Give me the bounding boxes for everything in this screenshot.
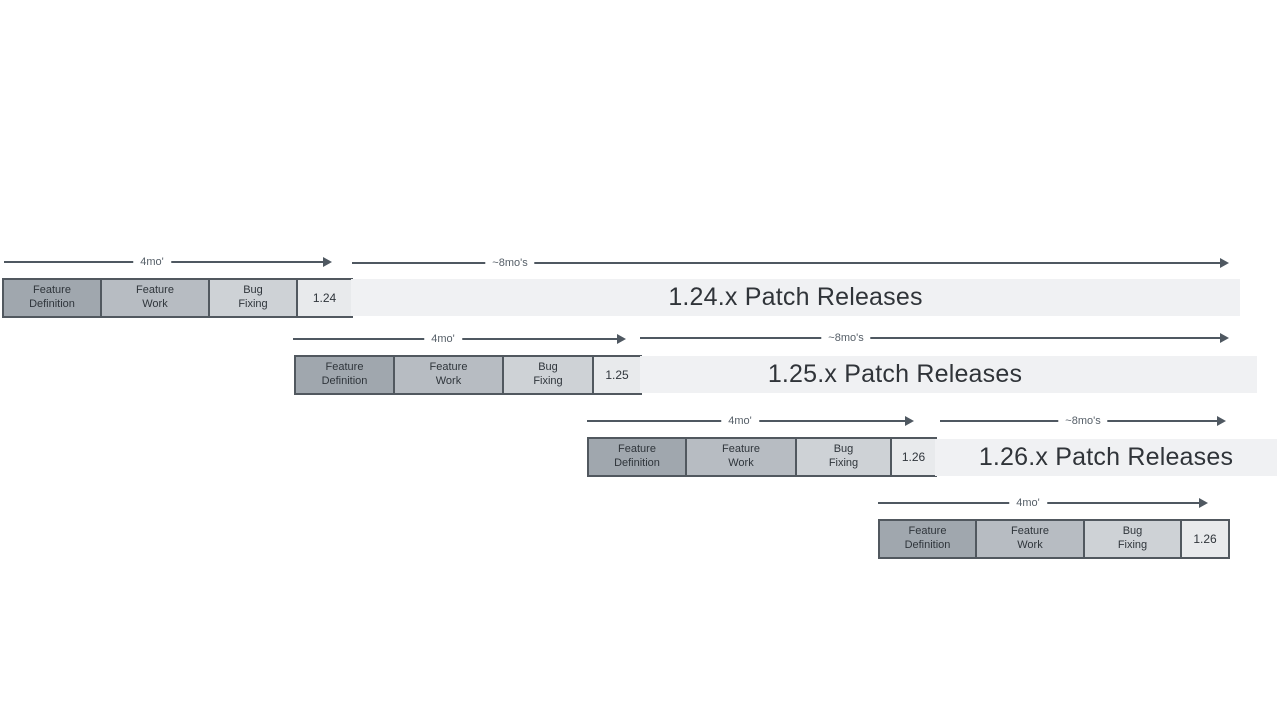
dev-cycle-duration-label: 4mo' <box>424 331 462 347</box>
patch-window-arrow <box>640 333 1229 343</box>
dev-cycle-duration-label: 4mo' <box>133 254 171 270</box>
phase-box-bug-fixing: Bug Fixing <box>208 278 298 318</box>
phase-box-feature-definition: Feature Definition <box>587 437 687 477</box>
patch-releases-bar: 1.25.x Patch Releases <box>640 356 1257 393</box>
phase-box-bug-fixing: Bug Fixing <box>795 437 892 477</box>
phase-box-feature-work: Feature Work <box>393 355 504 395</box>
dev-cycle-duration-label: 4mo' <box>721 413 759 429</box>
right-arrowhead-icon <box>1220 258 1229 268</box>
patch-window-duration-label: ~8mo's <box>821 330 871 346</box>
dev-cycle-duration-label: 4mo' <box>1009 495 1047 511</box>
version-box: 1.26 <box>1180 519 1230 559</box>
phase-box-feature-definition: Feature Definition <box>294 355 395 395</box>
patch-window-duration-label: ~8mo's <box>1058 413 1108 429</box>
version-box: 1.25 <box>592 355 642 395</box>
patch-releases-label: 1.24.x Patch Releases <box>668 283 923 311</box>
phase-box-feature-definition: Feature Definition <box>2 278 102 318</box>
phase-box-feature-definition: Feature Definition <box>878 519 977 559</box>
phase-box-bug-fixing: Bug Fixing <box>1083 519 1182 559</box>
phase-box-feature-work: Feature Work <box>975 519 1085 559</box>
right-arrowhead-icon <box>1220 333 1229 343</box>
phase-box-feature-work: Feature Work <box>100 278 210 318</box>
patch-releases-bar: 1.26.x Patch Releases <box>935 439 1277 476</box>
right-arrowhead-icon <box>617 334 626 344</box>
patch-releases-bar: 1.24.x Patch Releases <box>351 279 1240 316</box>
version-box: 1.24 <box>296 278 353 318</box>
right-arrowhead-icon <box>1199 498 1208 508</box>
patch-window-duration-label: ~8mo's <box>485 255 535 271</box>
phase-box-feature-work: Feature Work <box>685 437 797 477</box>
patch-releases-label: 1.26.x Patch Releases <box>978 443 1234 471</box>
right-arrowhead-icon <box>1217 416 1226 426</box>
right-arrowhead-icon <box>905 416 914 426</box>
phase-box-bug-fixing: Bug Fixing <box>502 355 594 395</box>
right-arrowhead-icon <box>323 257 332 267</box>
patch-releases-label: 1.25.x Patch Releases <box>767 360 1023 388</box>
patch-window-arrow <box>352 258 1229 268</box>
version-box: 1.26 <box>890 437 937 477</box>
